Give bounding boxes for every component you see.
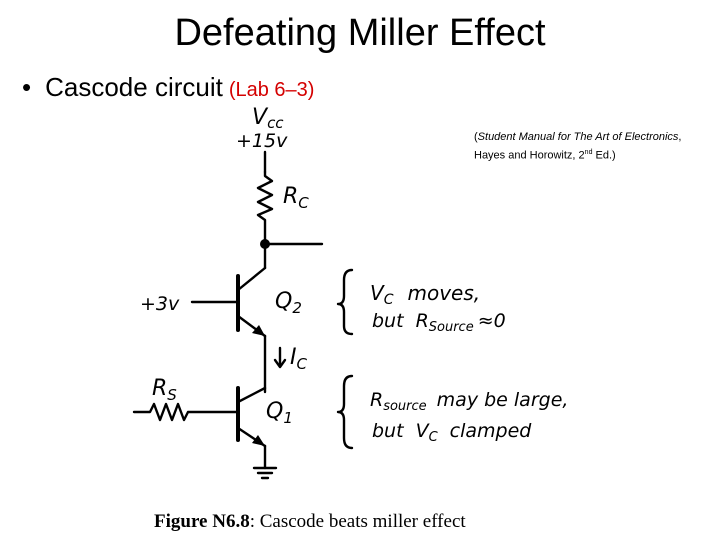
citation-edition-sup: nd <box>584 149 593 156</box>
bias-voltage-label: +3v <box>140 293 180 315</box>
ic-label: IC <box>290 345 308 373</box>
citation-edition-suffix: Ed.) <box>592 149 616 162</box>
top-brace <box>336 268 354 336</box>
q2-emitter-arrow <box>252 325 265 336</box>
q2-label: Q2 <box>275 289 302 317</box>
vcc-value: +15v <box>236 130 288 152</box>
q1-collector <box>236 386 267 404</box>
citation-open-paren: ( <box>474 131 478 143</box>
citation-comma: , <box>678 131 682 143</box>
bullet-text: Cascode circuit <box>45 72 223 102</box>
q2-collector <box>236 266 267 292</box>
junction-dot <box>260 239 270 249</box>
q1-emitter-arrow <box>252 435 265 446</box>
figure-caption: Figure N6.8: Cascode beats miller effect <box>154 511 466 532</box>
rs-resistor <box>132 402 240 422</box>
rs-label: RS <box>152 376 177 404</box>
citation: (Student Manual for The Art of Electroni… <box>474 130 719 164</box>
citation-authors: Hayes and Horowitz, 2 <box>474 149 585 162</box>
lab-reference: (Lab 6–3) <box>228 79 315 101</box>
rc-label: RC <box>283 184 309 212</box>
citation-book-title: Student Manual for The Art of Electronic… <box>477 131 679 143</box>
slide-title: Defeating Miller Effect <box>174 12 546 54</box>
q1-label: Q1 <box>266 399 293 427</box>
bullet-item: • Cascode circuit(Lab 6–3) <box>22 72 314 103</box>
bullet-dot: • <box>22 72 32 102</box>
rc-resistor <box>256 170 274 244</box>
vcc-label: Vcc <box>252 105 284 132</box>
ic-arrow-head <box>273 358 287 369</box>
bottom-brace <box>336 374 354 450</box>
